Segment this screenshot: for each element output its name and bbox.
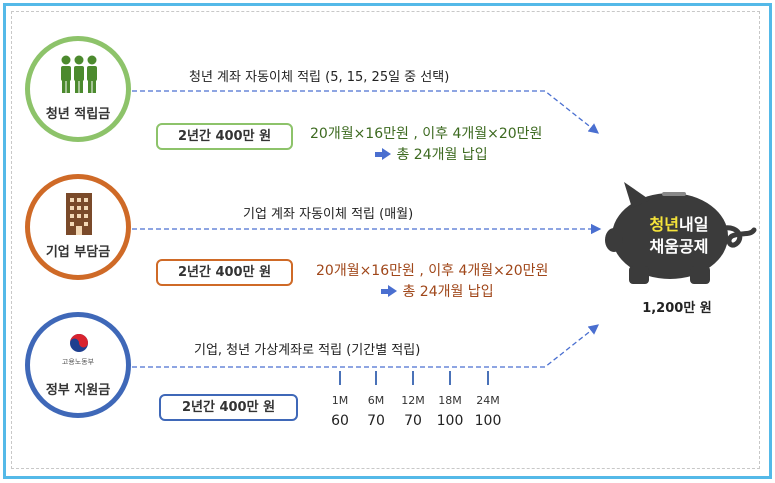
company-lane-title: 기업 계좌 자동이체 적립 (매월) [243,207,414,222]
company-note-line2: 총 24개월 납입 [381,281,494,301]
milestone-month: 1M [331,394,349,407]
company-circle: 기업 부담금 [25,174,131,280]
milestone-tick [487,371,489,385]
youth-lane-title: 청년 계좌 자동이체 적립 (5, 15, 25일 중 선택) [189,70,450,85]
milestone-value: 100 [436,413,464,429]
government-label: 정부 지원금 [45,383,111,398]
milestone-month: 18M [438,394,462,407]
piggy-bank-icon [605,182,757,284]
people-icon [61,55,97,93]
company-amount-box: 2년간 400만 원 [156,259,293,286]
youth-amount-box: 2년간 400만 원 [156,123,293,150]
milestone-month: 24M [476,394,500,407]
milestone-value: 70 [404,413,422,429]
pig-product-name-line1: 청년내일 [628,211,730,235]
pig-product-name-line2: 채움공제 [649,237,709,256]
milestone-tick [412,371,414,385]
pig-total-amount: 1,200만 원 [642,301,712,316]
milestone-value: 70 [367,413,385,429]
pig-line1-rest: 내일 [679,215,709,234]
milestone-value: 100 [474,413,502,429]
milestone-tick [375,371,377,385]
youth-circle: 청년 적립금 [25,36,131,142]
building-icon [66,193,92,235]
government-amount-box: 2년간 400만 원 [159,394,298,421]
arrow-right-icon [375,152,382,157]
milestone-month: 6M [367,394,385,407]
youth-note-line1: 20개월×16만원 , 이후 4개월×20만원 [310,126,543,142]
inner-frame [11,11,760,469]
flow-line-government [132,324,600,368]
company-label: 기업 부담금 [45,245,111,260]
milestone-month: 12M [401,394,425,407]
government-lane-title: 기업, 청년 가상계좌로 적립 (기간별 적립) [194,343,421,358]
company-note-line1: 20개월×16만원 , 이후 4개월×20만원 [316,263,549,279]
youth-label: 청년 적립금 [45,107,111,122]
arrow-right-icon [381,289,388,294]
government-circle: 고용노동부 정부 지원금 [25,312,131,418]
flow-line-youth [132,90,600,134]
pig-highlight-text: 청년 [649,215,679,234]
milestone-tick [339,371,341,385]
youth-note-total: 총 24개월 납입 [396,147,488,163]
government-emblem-icon [70,334,88,352]
youth-note-line2: 총 24개월 납입 [375,144,488,164]
milestone-tick [449,371,451,385]
company-note-total: 총 24개월 납입 [402,284,494,300]
milestone-value: 60 [331,413,349,429]
ministry-logo-text: 고용노동부 [61,358,95,366]
